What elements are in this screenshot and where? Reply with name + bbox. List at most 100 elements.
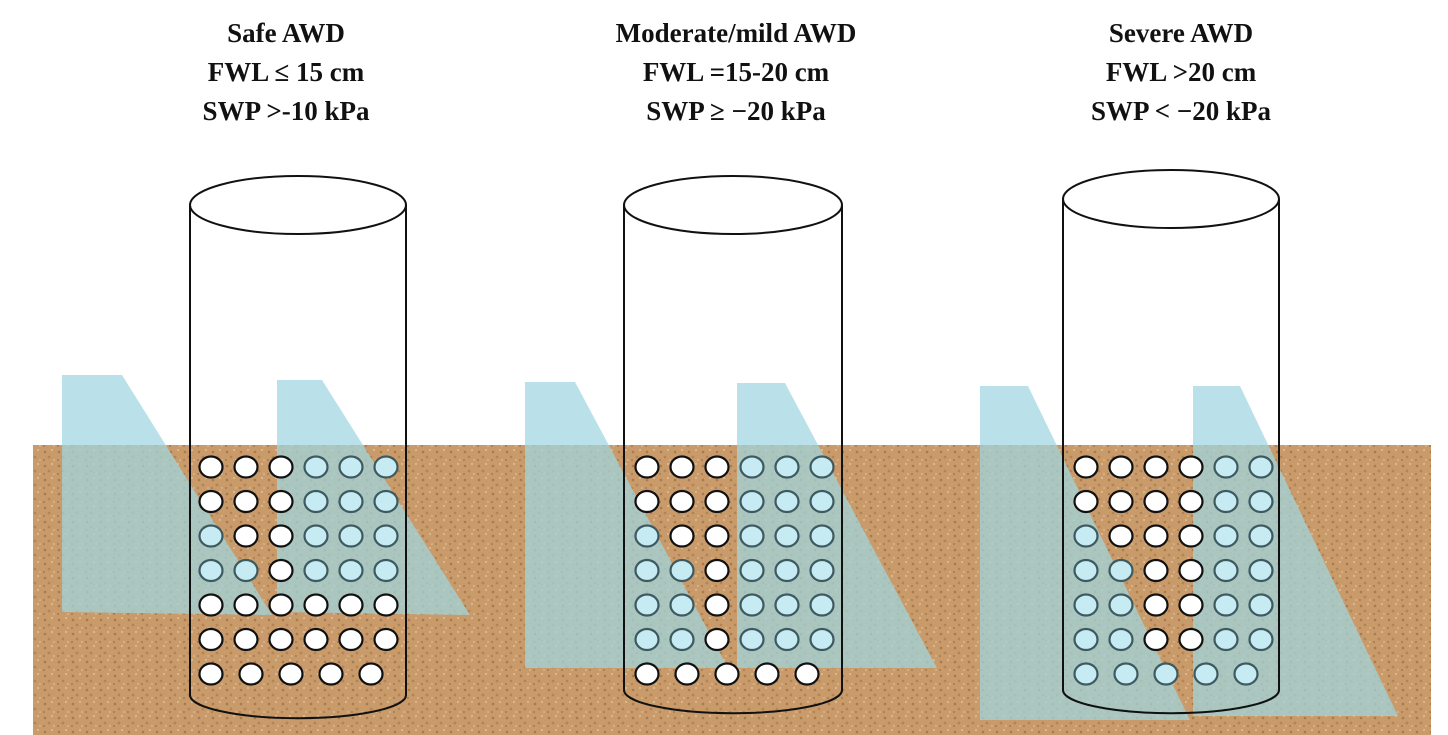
perforation-hole-open <box>233 593 259 617</box>
perforation-hole-filled <box>634 593 660 617</box>
perforation-hole-filled <box>338 455 364 479</box>
perforation-hole-open <box>1143 627 1169 652</box>
perforation-hole-filled <box>774 524 800 548</box>
perforation-hole-filled <box>739 455 765 479</box>
perforation-hole-filled <box>634 558 660 583</box>
cylinder <box>1062 169 1280 715</box>
cylinder-body <box>623 205 843 715</box>
perforation-hole-filled <box>303 558 329 583</box>
perforation-hole-open <box>1178 524 1204 548</box>
perforation-hole-filled <box>1213 593 1239 617</box>
perforation-hole-open <box>704 627 730 652</box>
panel-fwl: FWL >20 cm <box>1105 57 1257 87</box>
perforation-hole-open <box>233 524 259 548</box>
perforation-hole-open <box>714 662 740 686</box>
perforation-hole-filled <box>1248 455 1274 479</box>
perforation-hole-filled <box>1213 627 1239 652</box>
perforation-hole-open <box>268 489 294 514</box>
perforation-hole-filled <box>809 524 835 548</box>
perforation-hole-open <box>268 558 294 583</box>
perforation-hole-filled <box>198 524 224 548</box>
cylinder <box>189 175 407 720</box>
perforation-hole-open <box>704 558 730 583</box>
perforation-hole-filled <box>373 558 399 583</box>
perforation-hole-filled <box>373 524 399 548</box>
perforation-hole-filled <box>669 627 695 652</box>
perforation-hole-open <box>1178 455 1204 479</box>
perforation-hole-filled <box>1233 662 1259 686</box>
perforation-hole-filled <box>1113 662 1139 686</box>
perforation-hole-filled <box>1248 627 1274 652</box>
cylinder-top-rim <box>623 175 843 235</box>
perforation-hole-filled <box>809 489 835 514</box>
perforation-hole-filled <box>809 593 835 617</box>
perforation-hole-filled <box>669 558 695 583</box>
perforation-hole-open <box>634 662 660 686</box>
perforation-hole-filled <box>1073 524 1099 548</box>
perforation-hole-filled <box>303 524 329 548</box>
perforation-hole-open <box>704 524 730 548</box>
perforation-hole-filled <box>809 627 835 652</box>
perforation-hole-open <box>1178 558 1204 583</box>
perforation-hole-open <box>1143 558 1169 583</box>
perforation-hole-open <box>1108 489 1134 514</box>
perforation-hole-filled <box>774 489 800 514</box>
perforation-hole-filled <box>774 455 800 479</box>
perforation-hole-open <box>198 627 224 652</box>
perforation-hole-filled <box>739 524 765 548</box>
perforation-hole-open <box>268 627 294 652</box>
panel-title: Safe AWD <box>227 18 345 48</box>
perforation-hole-filled <box>1213 455 1239 479</box>
water-wedge <box>277 380 470 615</box>
perforation-hole-open <box>338 593 364 617</box>
perforation-hole-filled <box>1248 558 1274 583</box>
perforation-hole-open <box>268 524 294 548</box>
panel-swp: SWP ≥ −20 kPa <box>646 96 826 126</box>
perforation-hole-filled <box>1073 593 1099 617</box>
perforation-hole-open <box>704 593 730 617</box>
perforation-hole-open <box>268 593 294 617</box>
panel-fwl: FWL ≤ 15 cm <box>207 57 365 87</box>
perforation-hole-filled <box>1073 627 1099 652</box>
perforation-hole-filled <box>1213 558 1239 583</box>
perforation-hole-open <box>233 489 259 514</box>
perforation-hole-open <box>704 489 730 514</box>
perforation-hole-open <box>238 662 264 686</box>
perforation-hole-open <box>634 489 660 514</box>
perforation-hole-filled <box>809 558 835 583</box>
perforation-hole-open <box>198 593 224 617</box>
perforation-hole-open <box>669 455 695 479</box>
perforation-hole-filled <box>739 593 765 617</box>
perforation-hole-filled <box>739 627 765 652</box>
cylinder-body <box>189 205 407 720</box>
perforation-hole-filled <box>373 455 399 479</box>
perforation-hole-open <box>198 455 224 479</box>
perforation-hole-filled <box>1248 489 1274 514</box>
perforation-hole-open <box>754 662 780 686</box>
perforation-hole-filled <box>373 489 399 514</box>
perforation-hole-open <box>704 455 730 479</box>
panel-figure <box>62 375 470 615</box>
perforation-hole-open <box>233 455 259 479</box>
perforation-hole-open <box>1143 455 1169 479</box>
perforation-hole-filled <box>1248 593 1274 617</box>
cylinder-body <box>1062 199 1280 715</box>
perforation-hole-open <box>373 627 399 652</box>
perforation-hole-filled <box>774 627 800 652</box>
perforation-hole-filled <box>1108 593 1134 617</box>
perforation-hole-open <box>1108 455 1134 479</box>
cylinder-top-rim <box>189 175 407 235</box>
perforation-hole-filled <box>1213 524 1239 548</box>
perforation-hole-filled <box>303 455 329 479</box>
perforation-hole-open <box>1178 593 1204 617</box>
panel-moderate-heading: Moderate/mild AWD FWL =15-20 cm SWP ≥ −2… <box>516 14 956 131</box>
cylinders <box>189 169 1280 720</box>
perforation-hole-open <box>198 489 224 514</box>
perforation-hole-open <box>669 489 695 514</box>
perforation-hole-filled <box>634 627 660 652</box>
perforation-hole-open <box>1073 489 1099 514</box>
perforation-hole-open <box>358 662 384 686</box>
perforation-hole-filled <box>634 524 660 548</box>
